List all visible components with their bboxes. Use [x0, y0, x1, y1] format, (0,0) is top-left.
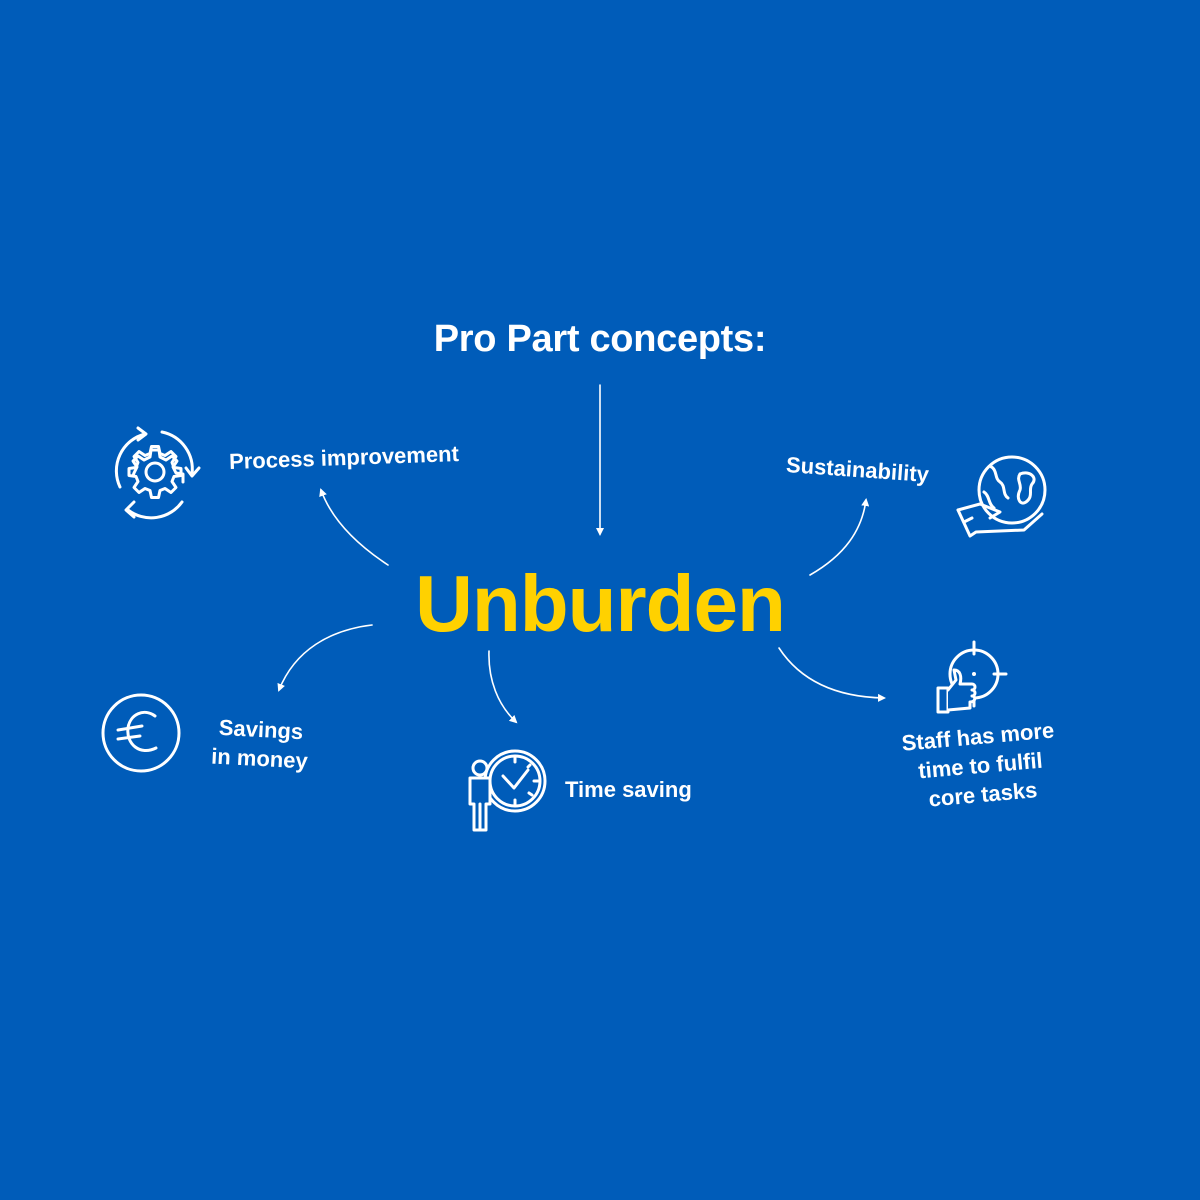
- concept-savings-in-money: Savings in money: [211, 713, 310, 776]
- person-clock-icon: [468, 749, 547, 832]
- concept-time-saving: Time saving: [565, 777, 692, 802]
- arrow-to-time: [488, 650, 518, 724]
- arrow-to-process: [319, 488, 389, 566]
- gear-cycle-icon: [114, 426, 201, 520]
- concept-staff-more-time: Staff has more time to fulfil core tasks: [900, 716, 1060, 816]
- euro-icon: [101, 693, 181, 773]
- savings-line-2: in money: [210, 743, 309, 774]
- center-concept: Unburden: [415, 559, 786, 648]
- arrow-to-staff: [778, 647, 886, 702]
- page-title: Pro Part concepts:: [433, 318, 767, 360]
- target-thumbs-up-icon: [936, 640, 1008, 714]
- concept-process-improvement: Process improvement: [228, 440, 460, 475]
- concept-sustainability: Sustainability: [785, 452, 930, 487]
- globe-in-hand-icon: [956, 455, 1047, 538]
